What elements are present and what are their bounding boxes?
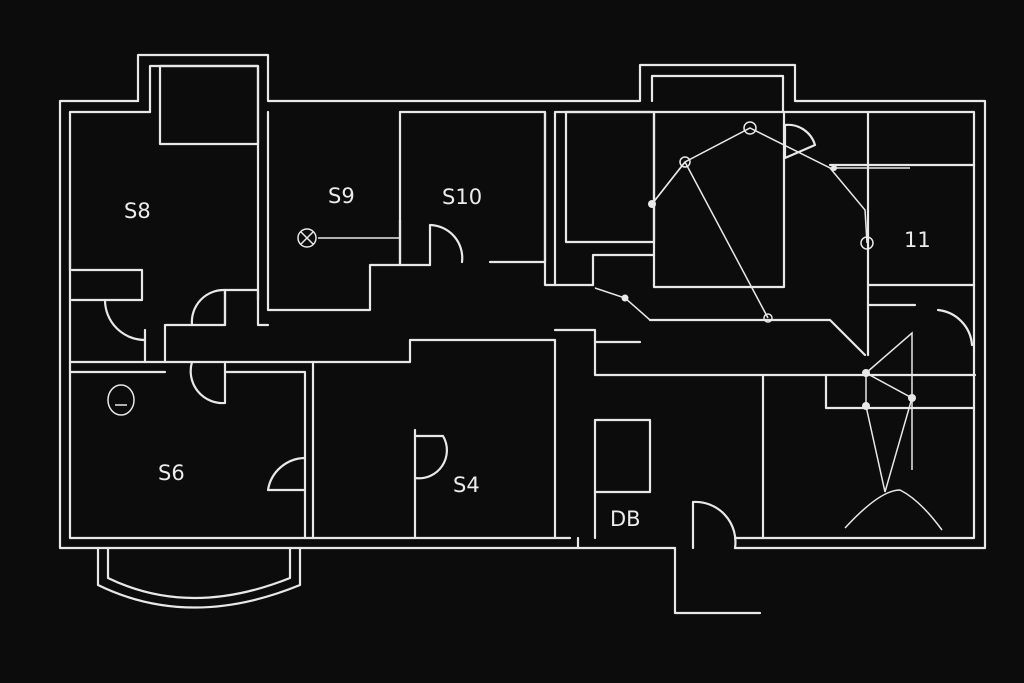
room-label-11: 11 [904, 228, 931, 252]
room-label-s10: S10 [442, 185, 482, 209]
room-label-db: DB [610, 507, 641, 531]
room-label-s8: S8 [124, 199, 151, 223]
outer-walls [58, 53, 987, 615]
interior-walls [68, 110, 977, 540]
electrical-wiring [107, 121, 943, 531]
room-label-s6: S6 [158, 461, 185, 485]
room-label-s9: S9 [328, 184, 355, 208]
room-label-s4: S4 [453, 473, 480, 497]
doors [96, 123, 974, 609]
